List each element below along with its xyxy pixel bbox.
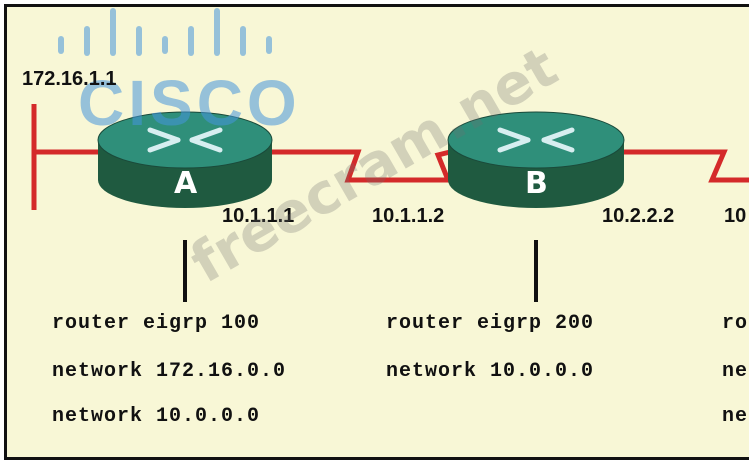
router-b-config-line-1: router eigrp 200 bbox=[386, 312, 595, 335]
router-a-config-line-3: network 10.0.0.0 bbox=[52, 405, 261, 428]
router-c-config-line-1: ro bbox=[722, 312, 749, 335]
router-b-label: B bbox=[525, 166, 548, 201]
serial-link-a-b bbox=[270, 149, 452, 183]
router-a-lan-ip: 172.16.1.1 bbox=[22, 68, 117, 90]
router-b-serial-ip-left: 10.1.1.2 bbox=[372, 205, 445, 227]
router-a-config-line-1: router eigrp 100 bbox=[52, 312, 261, 335]
cisco-logo-bars bbox=[58, 8, 272, 56]
router-c-config-line-2: ne bbox=[722, 360, 749, 383]
router-c-config-line-3: ne bbox=[722, 405, 749, 428]
router-a-config-line-2: network 172.16.0.0 bbox=[52, 360, 287, 383]
diagram-frame bbox=[4, 4, 749, 460]
serial-link-b-c bbox=[620, 149, 749, 183]
router-a-serial-ip: 10.1.1.1 bbox=[222, 205, 295, 227]
router-b-icon bbox=[447, 111, 625, 208]
router-a-label: A bbox=[174, 166, 198, 201]
router-b-serial-ip-right: 10.2.2.2 bbox=[602, 205, 675, 227]
router-a-icon bbox=[97, 111, 273, 208]
router-c-serial-ip: 10 bbox=[724, 205, 747, 227]
router-b-config-line-2: network 10.0.0.0 bbox=[386, 360, 595, 383]
cisco-logo-watermark: CISCO bbox=[78, 67, 301, 139]
